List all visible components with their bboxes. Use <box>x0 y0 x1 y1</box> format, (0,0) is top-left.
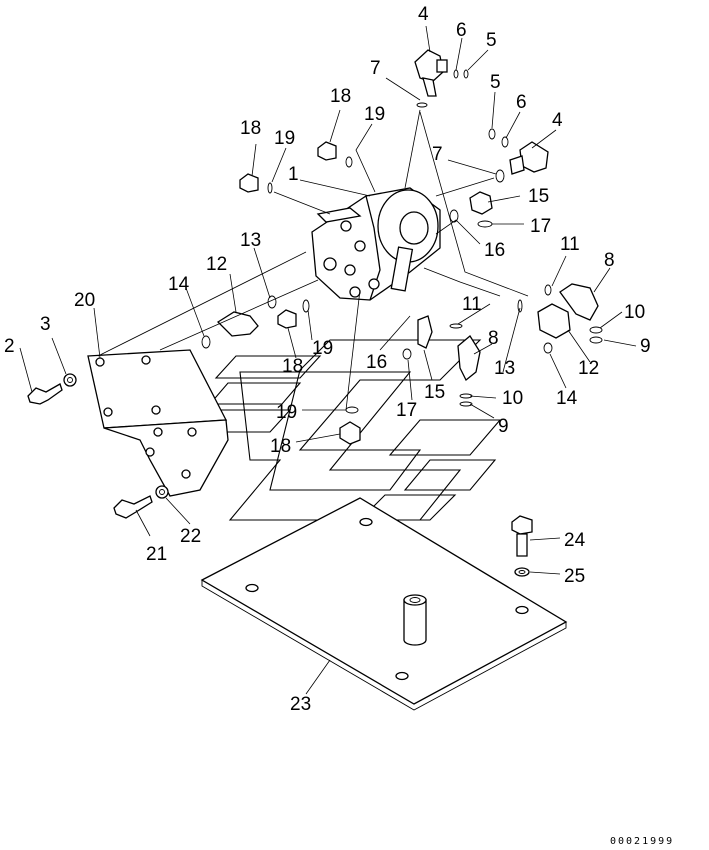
callout-18: 18 <box>330 86 351 107</box>
fitting-4-top <box>414 49 469 108</box>
callout-19: 19 <box>364 104 385 125</box>
callout-2: 2 <box>4 336 15 357</box>
bolt-2 <box>27 373 77 405</box>
callout-13: 13 <box>494 358 515 379</box>
callout-23: 23 <box>290 694 311 715</box>
callout-18: 18 <box>240 118 261 139</box>
callout-19: 19 <box>312 338 333 359</box>
callout-19: 19 <box>276 402 297 423</box>
callout-9: 9 <box>498 416 509 437</box>
callout-17: 17 <box>530 216 551 237</box>
callout-16: 16 <box>484 240 505 261</box>
callout-8: 8 <box>604 250 615 271</box>
callout-labels: 4 6 5 7 18 19 18 19 5 6 4 7 1 15 17 16 1… <box>4 4 651 715</box>
valve-body-1 <box>311 187 441 301</box>
callout-10: 10 <box>624 302 645 323</box>
callout-5: 5 <box>490 72 501 93</box>
bolt-24 <box>511 515 533 577</box>
callout-21: 21 <box>146 544 167 565</box>
callout-14: 14 <box>556 388 578 409</box>
bolt-21 <box>113 485 169 519</box>
leader-lines <box>19 25 637 695</box>
callout-25: 25 <box>564 566 585 587</box>
callout-17: 17 <box>396 400 417 421</box>
callout-15: 15 <box>528 186 549 207</box>
callout-6: 6 <box>456 20 467 41</box>
drawing-number: 00021999 <box>610 836 674 847</box>
callout-11: 11 <box>560 234 580 255</box>
callout-4: 4 <box>552 110 563 131</box>
callout-20: 20 <box>74 290 95 311</box>
callout-12: 12 <box>578 358 599 379</box>
callout-24: 24 <box>564 530 586 551</box>
callout-10: 10 <box>502 388 523 409</box>
callout-8: 8 <box>488 328 499 349</box>
callout-18: 18 <box>282 356 303 377</box>
callout-6: 6 <box>516 92 527 113</box>
callout-4: 4 <box>418 4 429 25</box>
bracket-20 <box>87 349 229 497</box>
callout-7: 7 <box>370 58 381 79</box>
fitting-12-left <box>201 295 310 349</box>
center-fittings <box>339 315 481 445</box>
callout-19: 19 <box>274 128 295 149</box>
fitting-8-right <box>517 283 603 354</box>
callout-12: 12 <box>206 254 227 275</box>
callout-7: 7 <box>432 144 443 165</box>
watermark-logo <box>198 339 502 521</box>
fitting-4-right <box>449 128 549 228</box>
callout-15: 15 <box>424 382 445 403</box>
callout-14: 14 <box>168 274 190 295</box>
callout-11: 11 <box>462 294 482 315</box>
callout-18: 18 <box>270 436 291 457</box>
base-plate-23 <box>200 497 568 711</box>
callout-22: 22 <box>180 526 201 547</box>
callout-5: 5 <box>486 30 497 51</box>
bolt-18-upper <box>239 141 353 194</box>
callout-9: 9 <box>640 336 651 357</box>
callout-3: 3 <box>40 314 51 335</box>
callout-16: 16 <box>366 352 387 373</box>
callout-1: 1 <box>288 164 299 185</box>
callout-13: 13 <box>240 230 261 251</box>
